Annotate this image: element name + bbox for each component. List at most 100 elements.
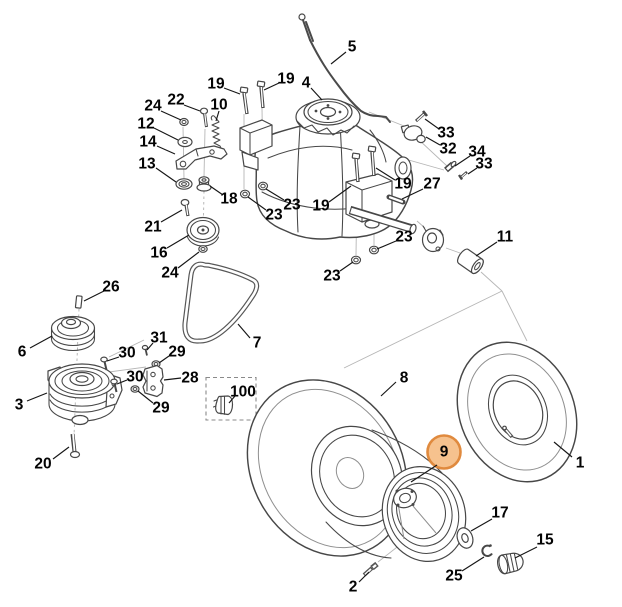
callout-22[interactable]: 22 xyxy=(167,92,184,109)
part-bolt-19-a xyxy=(239,86,249,115)
part-screw-30-b xyxy=(110,378,118,393)
part-hardware-column xyxy=(175,107,228,253)
part-fan-pulley xyxy=(295,98,361,136)
part-pin-26 xyxy=(74,295,83,309)
callout-28[interactable]: 28 xyxy=(181,370,199,387)
part-nut-24-b xyxy=(198,245,208,253)
part-belt xyxy=(182,261,260,344)
part-solenoid xyxy=(400,124,426,144)
callout-1[interactable]: 1 xyxy=(576,455,585,472)
callout-26[interactable]: 26 xyxy=(102,279,120,296)
callout-18[interactable]: 18 xyxy=(220,191,238,208)
callout-29-b[interactable]: 29 xyxy=(152,400,170,417)
part-cap-15 xyxy=(497,552,524,575)
callout-6[interactable]: 6 xyxy=(18,344,27,361)
part-rim xyxy=(325,429,467,562)
callout-23-d[interactable]: 23 xyxy=(323,268,341,285)
callout-27[interactable]: 27 xyxy=(423,176,440,193)
callout-7[interactable]: 7 xyxy=(253,335,262,352)
callout-29-a[interactable]: 29 xyxy=(168,344,186,361)
part-bolt-22 xyxy=(199,107,209,128)
callout-8[interactable]: 8 xyxy=(400,370,409,387)
part-key xyxy=(386,194,406,205)
part-spacer-34 xyxy=(444,160,457,173)
callout-16[interactable]: 16 xyxy=(150,245,168,262)
part-bolt-19-c xyxy=(367,145,377,177)
part-bolt-19-d xyxy=(351,152,361,183)
part-nut-23-c xyxy=(350,255,362,265)
callout-5[interactable]: 5 xyxy=(348,39,357,56)
callout-17[interactable]: 17 xyxy=(491,505,508,522)
callout-23-a[interactable]: 23 xyxy=(283,197,301,214)
part-screw-33-a xyxy=(415,110,429,123)
callout-19-a[interactable]: 19 xyxy=(207,76,225,93)
callout-19-c[interactable]: 19 xyxy=(394,176,412,193)
part-nut-24-a xyxy=(179,117,189,127)
part-idler-pulley-16 xyxy=(186,216,220,247)
callout-10[interactable]: 10 xyxy=(210,97,227,114)
part-nut-29-b xyxy=(130,385,140,393)
callout-33-b[interactable]: 33 xyxy=(475,156,493,173)
callout-3[interactable]: 3 xyxy=(15,397,24,414)
part-drive-rod xyxy=(298,13,391,123)
callout-9[interactable]: 9 xyxy=(440,444,449,461)
part-clutch-stack xyxy=(47,295,257,459)
part-screw-33-b xyxy=(458,171,468,181)
part-nut-23-a xyxy=(239,189,251,199)
callout-15[interactable]: 15 xyxy=(536,532,554,549)
part-tire xyxy=(456,341,578,483)
callout-23-b[interactable]: 23 xyxy=(265,207,283,224)
callout-13[interactable]: 13 xyxy=(138,156,156,173)
part-axle-shaft xyxy=(348,205,417,235)
part-bracket-28 xyxy=(142,364,164,398)
part-washer-17 xyxy=(456,527,474,549)
part-wheel-assembly xyxy=(246,379,467,562)
part-kit-100 xyxy=(212,395,234,416)
callout-19-b[interactable]: 19 xyxy=(277,71,295,88)
part-nut-23-d xyxy=(368,245,380,255)
part-washer-12 xyxy=(177,136,193,148)
callout-24-a[interactable]: 24 xyxy=(144,98,162,115)
callout-12[interactable]: 12 xyxy=(137,116,154,133)
part-shift-bracket xyxy=(421,225,445,253)
part-bolt-19-b xyxy=(256,80,266,109)
callout-25[interactable]: 25 xyxy=(445,568,463,585)
part-bolt-20 xyxy=(69,433,81,459)
kit-box xyxy=(205,376,257,421)
callout-30-a[interactable]: 30 xyxy=(118,345,135,362)
leader-lines xyxy=(26,51,573,583)
part-screw-31 xyxy=(141,344,149,356)
part-pulley-6 xyxy=(50,315,96,352)
part-washer-13 xyxy=(175,178,193,190)
callout-21[interactable]: 21 xyxy=(144,219,162,236)
callout-30-b[interactable]: 30 xyxy=(126,369,143,386)
callout-34[interactable]: 34 xyxy=(468,144,486,161)
callout-20[interactable]: 20 xyxy=(34,456,51,473)
callout-33-a[interactable]: 33 xyxy=(437,125,455,142)
callout-11[interactable]: 11 xyxy=(497,229,514,246)
callout-2[interactable]: 2 xyxy=(349,579,358,596)
highlight-circle-9[interactable] xyxy=(426,434,462,470)
part-retaining-ring-25 xyxy=(481,544,493,557)
callout-19-d[interactable]: 19 xyxy=(312,198,330,215)
part-valve-detail xyxy=(502,425,514,439)
callout-14[interactable]: 14 xyxy=(139,134,157,151)
callout-32[interactable]: 32 xyxy=(439,141,456,158)
callout-24-b[interactable]: 24 xyxy=(161,265,179,282)
part-flange-nut-18 xyxy=(196,176,212,192)
part-transmission xyxy=(239,80,484,275)
part-bracket-14 xyxy=(175,145,228,170)
callout-23-c[interactable]: 23 xyxy=(395,229,413,246)
callout-31[interactable]: 31 xyxy=(150,330,168,347)
part-bushing xyxy=(456,248,484,275)
part-screw-30-a xyxy=(100,356,108,371)
part-valve-2 xyxy=(362,561,379,577)
part-clutch-3 xyxy=(47,363,123,426)
part-nut-23-b xyxy=(257,181,269,191)
part-mount-bracket-left xyxy=(239,119,273,171)
callout-4[interactable]: 4 xyxy=(302,75,311,92)
callout-100[interactable]: 100 xyxy=(230,384,256,401)
callout-labels: 5 19 19 4 24 22 10 12 14 13 33 32 34 33 … xyxy=(15,39,585,596)
